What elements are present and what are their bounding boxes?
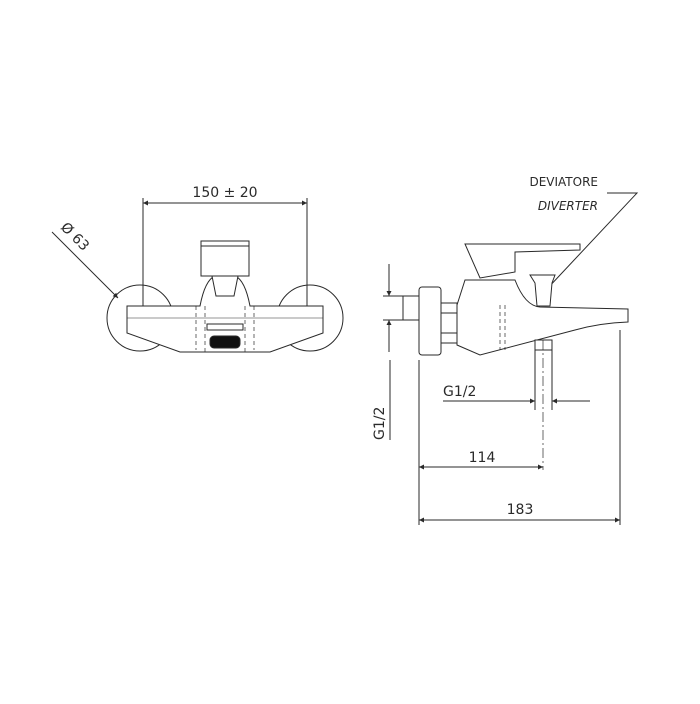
dim-outlet-label: G1/2 xyxy=(443,384,476,400)
dim-114-label: 114 xyxy=(469,450,496,466)
hex-nut xyxy=(440,302,458,344)
dimension-diameter: Ø 63 xyxy=(51,220,119,299)
dimension-183: 183 xyxy=(419,502,620,523)
dimension-outlet-thread: G1/2 xyxy=(443,384,590,404)
diverter-knob xyxy=(529,274,556,307)
front-view: 150 ± 20 Ø 63 xyxy=(51,185,344,353)
side-view: DEVIATORE DIVERTER G1/2 xyxy=(372,175,639,525)
dim-diameter-label: Ø 63 xyxy=(57,220,92,255)
callout-diverter: DIVERTER xyxy=(538,199,598,213)
dimension-inlet-thread: G1/2 xyxy=(372,264,403,440)
lever-side xyxy=(464,243,581,279)
aerator xyxy=(209,335,241,349)
dimension-width: 150 ± 20 xyxy=(142,185,308,318)
dim-183-label: 183 xyxy=(507,502,534,518)
dim-width-label: 150 ± 20 xyxy=(192,185,257,201)
side-rosette xyxy=(418,286,442,356)
callout-deviatore: DEVIATORE xyxy=(529,175,598,189)
dim-inlet-label: G1/2 xyxy=(372,407,388,440)
dimension-114: 114 xyxy=(419,450,543,470)
